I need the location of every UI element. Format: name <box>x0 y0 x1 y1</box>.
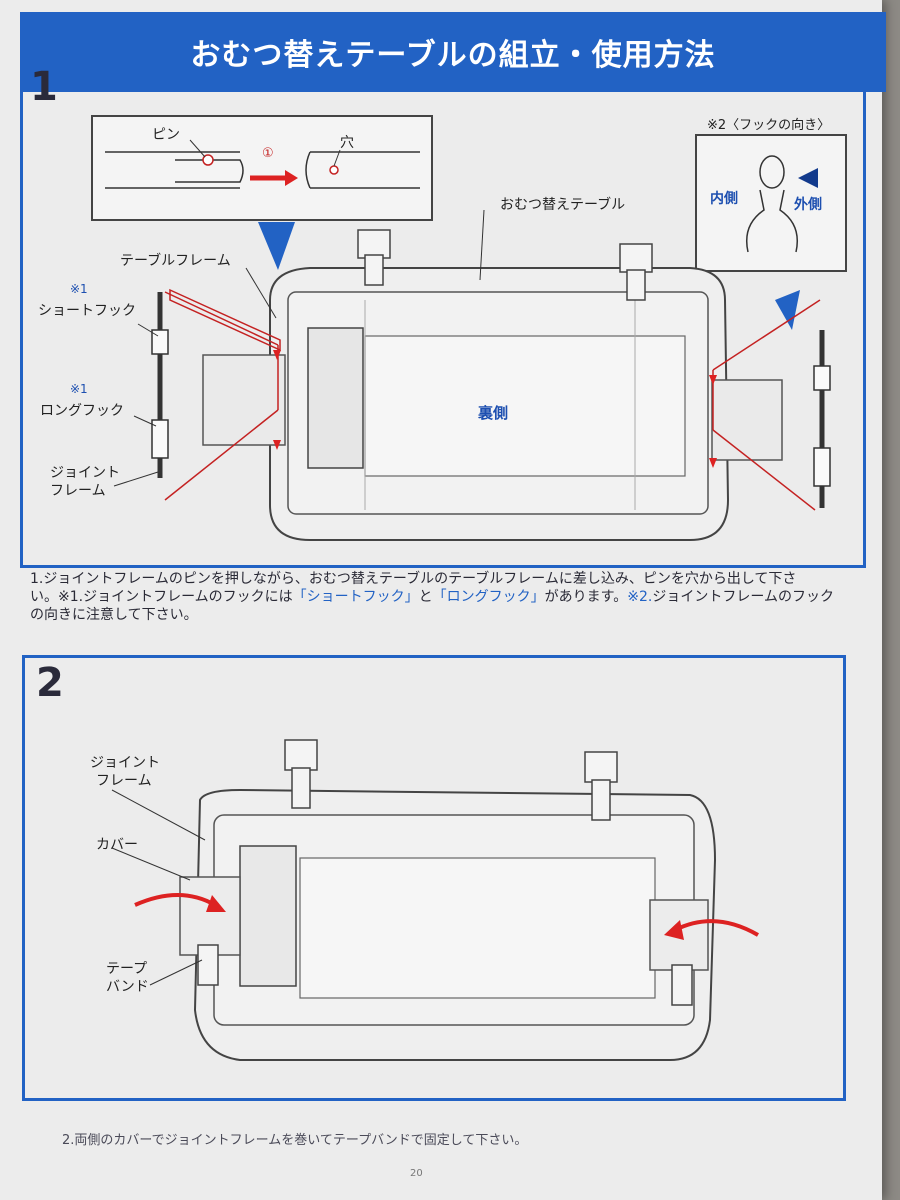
long-hook-label: ロングフック <box>40 403 124 419</box>
joint-frame-label-2: フレーム <box>50 483 106 499</box>
outer-side-label: 外側 <box>794 197 822 213</box>
cover-label: カバー <box>96 837 138 853</box>
tape-band-label-1: テープ <box>106 961 148 977</box>
step2-joint-frame-label-1: ジョイント <box>90 755 160 771</box>
hook-direction-arrow-icon <box>798 168 818 188</box>
step2-joint-frame-label-2: フレーム <box>96 773 152 789</box>
short-hook-highlight: 「ショートフック」 <box>292 589 419 605</box>
step1-panel <box>20 60 866 568</box>
step1-number: 1 <box>30 64 58 110</box>
step1-caption-line1: 1.ジョイントフレームのピンを押しながら、おむつ替えテーブルのテーブルフレームに… <box>30 571 797 587</box>
hook-inset-box <box>695 134 847 272</box>
caption-and: と <box>418 589 433 605</box>
step-circle-label: ① <box>262 146 274 161</box>
tape-band-label-2: バンド <box>106 979 149 995</box>
pin-label: ピン <box>152 127 180 143</box>
arrow-right-icon <box>285 170 298 186</box>
step2-caption: 2.両側のカバーでジョイントフレームを巻いてテープバンドで固定して下さい。 <box>62 1133 528 1148</box>
joint-frame-label-1: ジョイント <box>50 465 120 481</box>
step2-number: 2 <box>36 660 64 706</box>
caption-text: い。※1.ジョイントフレームのフックには <box>30 589 293 605</box>
note1a-label: ※1 <box>70 282 88 296</box>
short-hook-label: ショートフック <box>38 303 136 319</box>
hole-marker <box>329 165 339 175</box>
note2-highlight: ※2. <box>627 589 653 605</box>
pin-marker <box>202 154 214 166</box>
inset-pointer <box>258 222 295 270</box>
caption-text: ジョイントフレームのフック <box>652 589 834 605</box>
long-hook-highlight: 「ロングフック」 <box>432 589 545 605</box>
hook-direction-note: ※2〈フックの向き〉 <box>707 118 831 133</box>
caption-text: があります。 <box>544 589 628 605</box>
page-number: 20 <box>410 1168 423 1179</box>
pin-inset-box <box>91 115 433 221</box>
step1-caption-line3: の向きに注意して下さい。 <box>30 607 198 623</box>
back-side-label: 裏側 <box>478 404 509 422</box>
table-label: おむつ替えテーブル <box>500 197 626 213</box>
table-frame-label: テーブルフレーム <box>120 253 231 269</box>
wrap-right-arrow-icon <box>664 920 684 940</box>
step1-caption: 1.ジョイントフレームのピンを押しながら、おむつ替えテーブルのテーブルフレームに… <box>30 570 860 624</box>
inner-side-label: 内側 <box>710 191 738 207</box>
page-title: おむつ替えテーブルの組立・使用方法 <box>20 12 886 92</box>
step2-panel <box>22 655 846 1101</box>
step1-caption-line2: い。※1.ジョイントフレームのフックには「ショートフック」と「ロングフック」があ… <box>30 588 860 606</box>
hole-label: 穴 <box>340 135 354 151</box>
wrap-left-arrow-icon <box>206 895 226 912</box>
note1b-label: ※1 <box>70 382 88 396</box>
hook-inset-pointer <box>775 290 800 330</box>
